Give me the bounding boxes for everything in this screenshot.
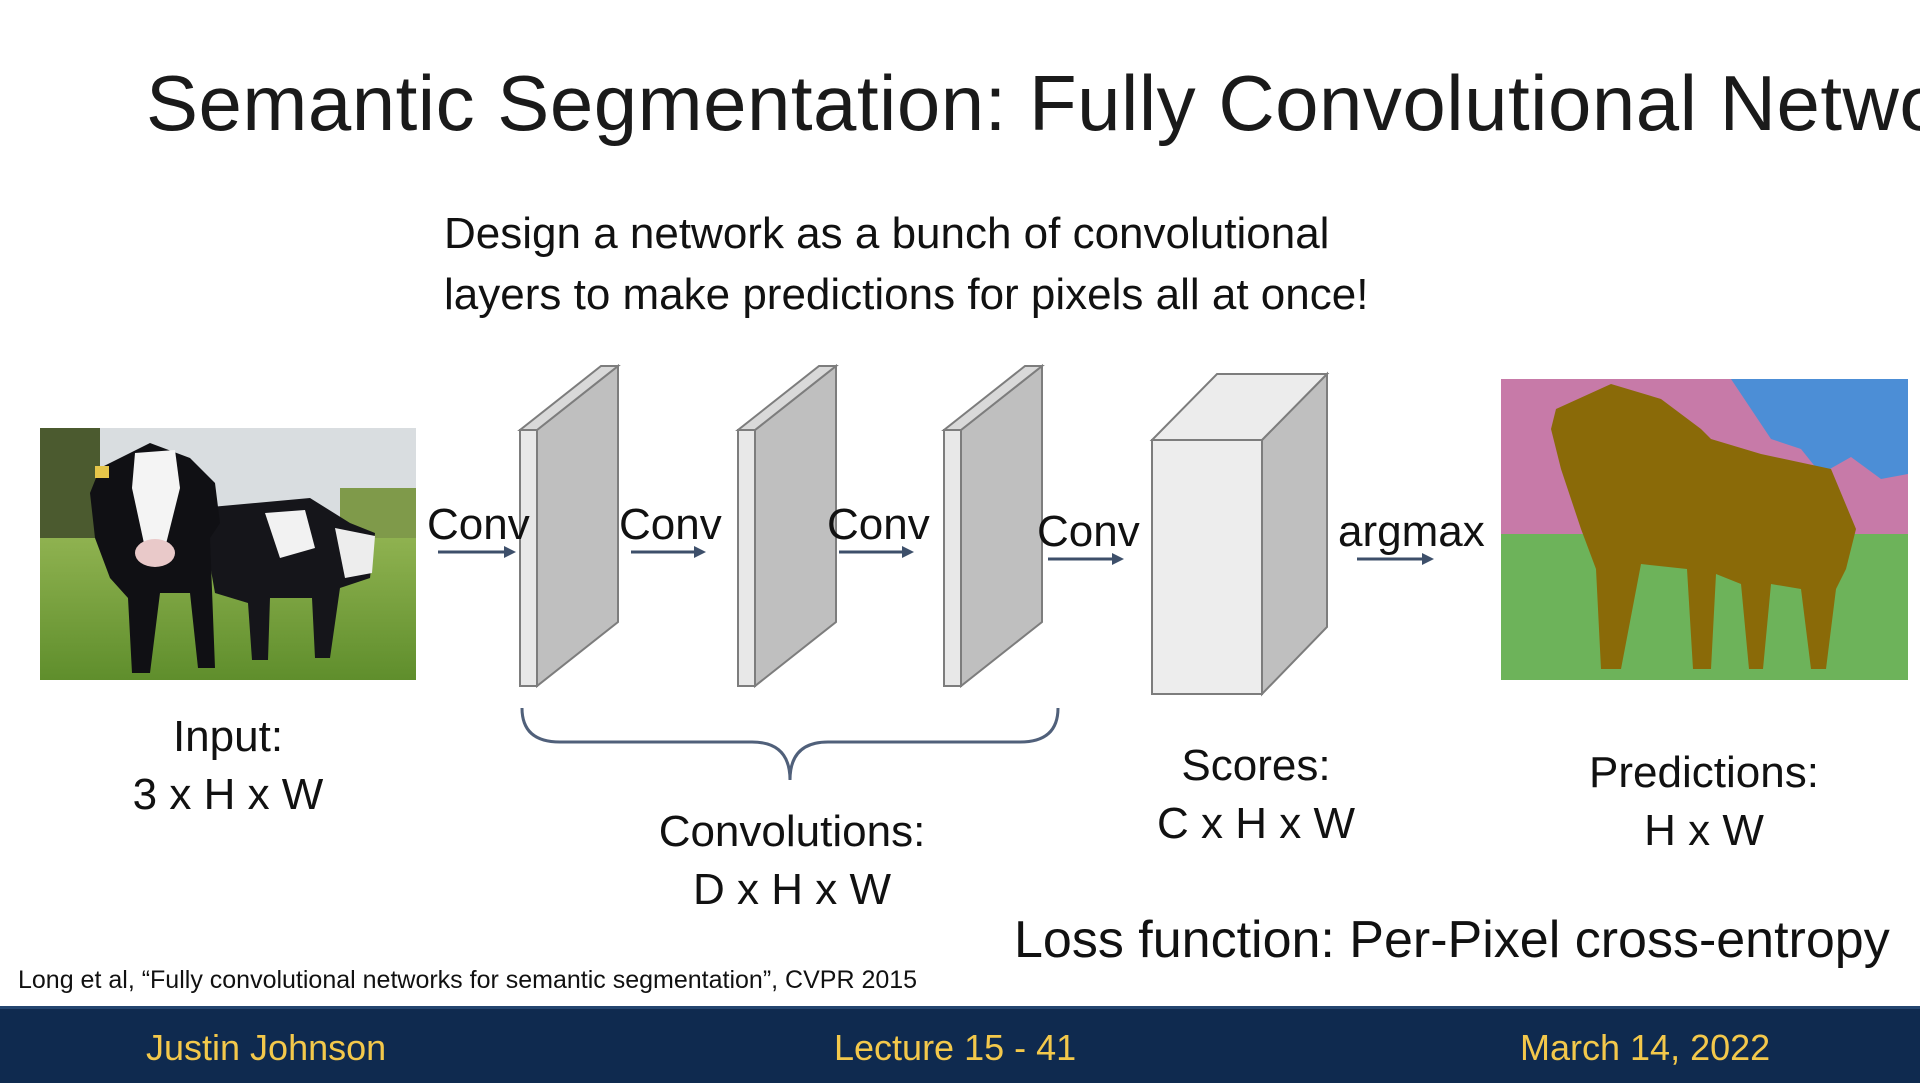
- footer-lecture: Lecture 15 - 41: [834, 1027, 1077, 1068]
- arrow-head-4: [1112, 553, 1124, 565]
- arrow-head-3: [902, 546, 914, 558]
- subtitle-line-1: Design a network as a bunch of convoluti…: [444, 209, 1330, 258]
- conv-layer-1: [517, 363, 621, 689]
- convolutions-brace: [520, 707, 1060, 781]
- scores-caption: Scores: C x H x W: [1106, 737, 1406, 853]
- input-caption: Input: 3 x H x W: [78, 708, 378, 824]
- op-label-conv-1: Conv: [427, 500, 530, 549]
- loss-function-text: Loss function: Per-Pixel cross-entropy: [1014, 911, 1890, 969]
- operation-arrows: [438, 546, 1434, 565]
- predictions-label: Predictions:: [1589, 748, 1819, 797]
- prediction-segmentation-map: [1501, 379, 1908, 680]
- citation: Long et al, “Fully convolutional network…: [18, 966, 918, 994]
- footer-date: March 14, 2022: [1520, 1027, 1771, 1068]
- convolutions-label: Convolutions:: [658, 807, 926, 856]
- arrow-head-1: [504, 546, 516, 558]
- scores-block: [1149, 371, 1330, 697]
- input-label: Input:: [172, 712, 284, 761]
- op-label-conv-2: Conv: [619, 500, 722, 549]
- op-label-conv-4: Conv: [1037, 507, 1140, 556]
- footer-author: Justin Johnson: [146, 1027, 387, 1068]
- predictions-caption: Predictions: H x W: [1534, 744, 1874, 860]
- input-dims: 3 x H x W: [132, 770, 324, 819]
- predictions-dims: H x W: [1644, 806, 1764, 855]
- slide-footer: Justin Johnson Lecture 15 - 41 March 14,…: [0, 1006, 1920, 1083]
- scores-label: Scores:: [1181, 741, 1331, 790]
- scores-dims: C x H x W: [1157, 799, 1355, 848]
- input-cow-photo: [40, 428, 416, 680]
- convolutions-dims: D x H x W: [693, 865, 891, 914]
- op-label-conv-3: Conv: [827, 500, 930, 549]
- slide-title: Semantic Segmentation: Fully Convolution…: [146, 59, 1920, 147]
- conv-layer-3: [941, 363, 1045, 689]
- arrow-head-2: [694, 546, 706, 558]
- conv-layer-2: [735, 363, 839, 689]
- slide-subtitle: Design a network as a bunch of convoluti…: [444, 203, 1544, 325]
- op-label-argmax: argmax: [1338, 507, 1485, 556]
- arrow-head-5: [1422, 553, 1434, 565]
- convolutions-caption: Convolutions: D x H x W: [612, 803, 972, 919]
- subtitle-line-2: layers to make predictions for pixels al…: [444, 270, 1369, 319]
